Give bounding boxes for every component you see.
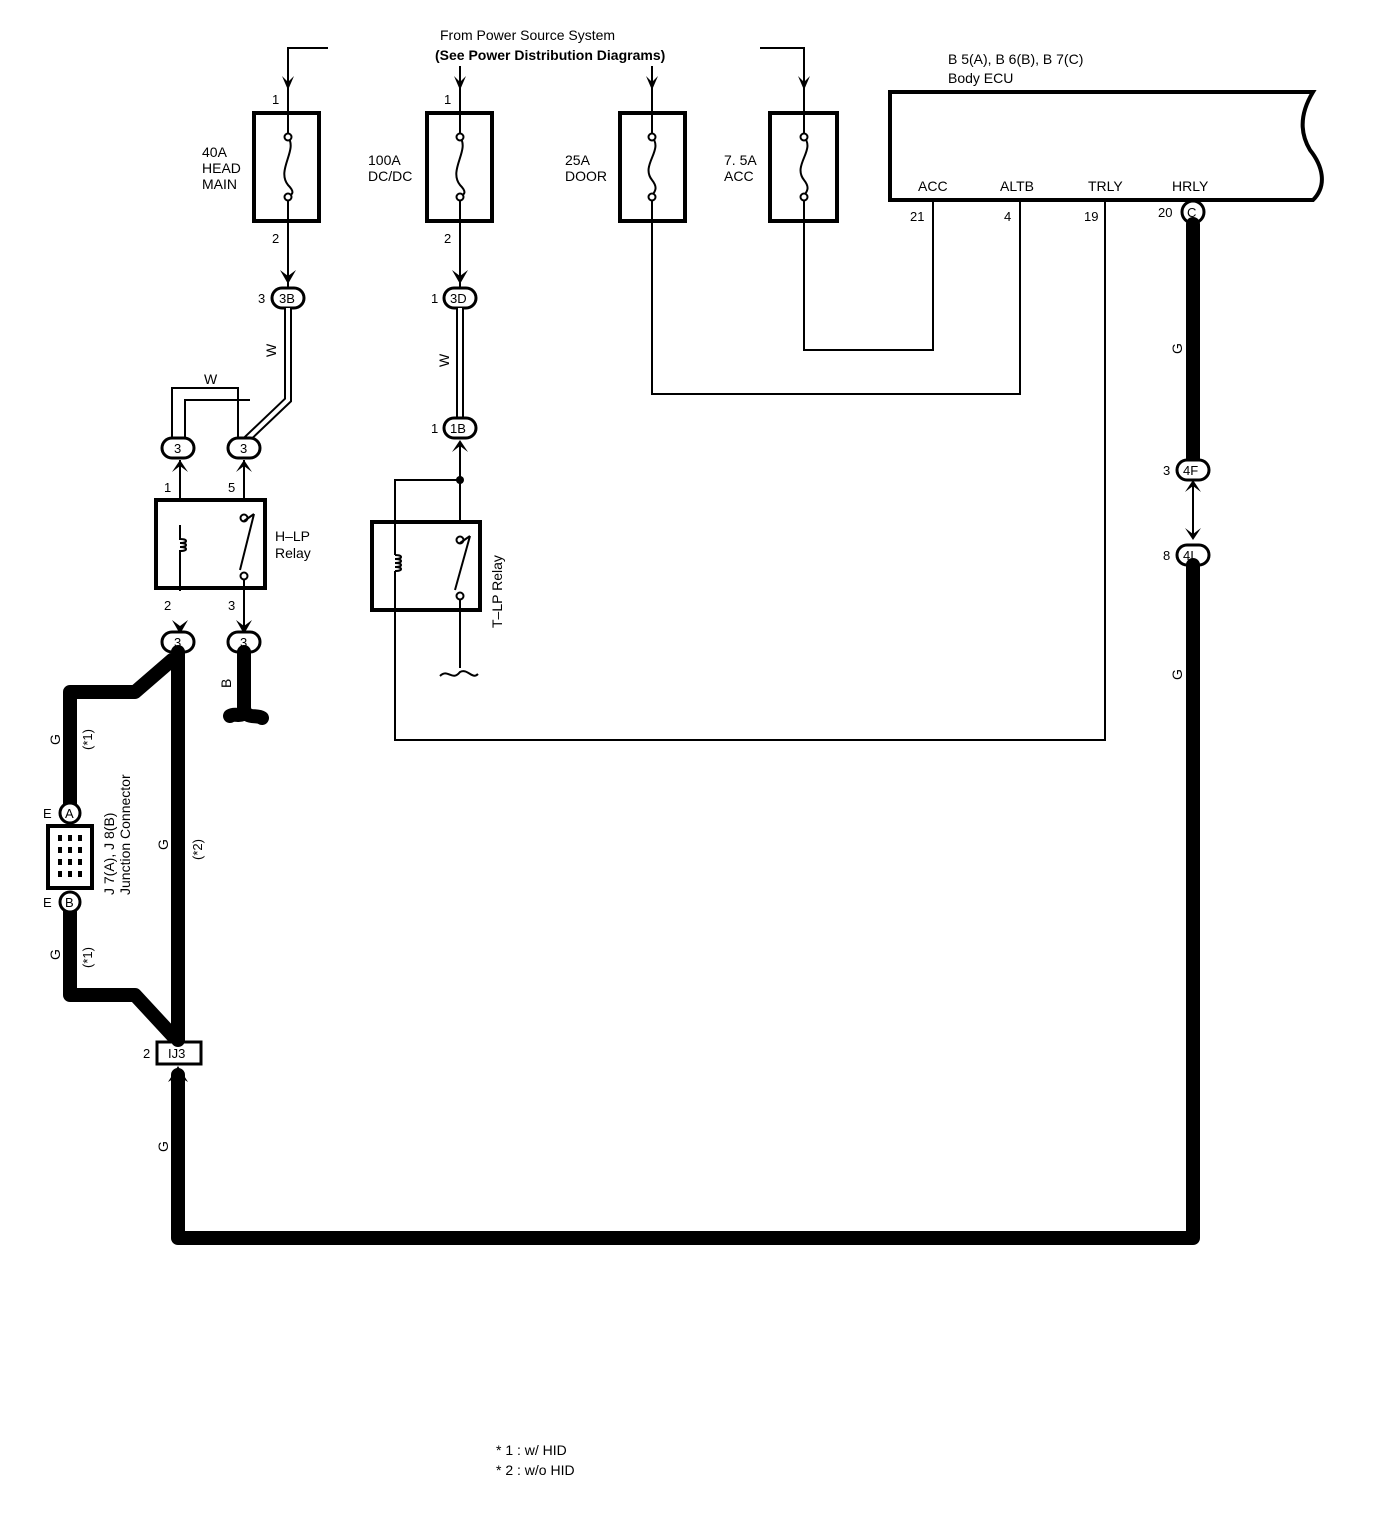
connector-1b: 1B 1 (431, 416, 478, 452)
wire-color-g-1: G (1169, 343, 1185, 354)
fuse-acc-label-2: ACC (724, 168, 754, 184)
connector-3d: 3D 1 (431, 270, 478, 310)
connector-ij3-label: IJ3 (168, 1046, 185, 1061)
junction-conn-b: B (65, 895, 74, 910)
ecu-title-line2: Body ECU (948, 70, 1013, 86)
wire-acc (803, 202, 934, 351)
ecu-pin-hrly: 20 (1158, 205, 1172, 220)
wire-color-g-2: G (1169, 669, 1185, 680)
ecu-title-line1: B 5(A), B 6(B), B 7(C) (948, 51, 1083, 67)
h-lp-bottom-left-conn: 3 (174, 635, 181, 650)
wire-color-b: B (218, 679, 234, 688)
wire-note-2: (*2) (190, 839, 205, 860)
wire-note-1a: (*1) (80, 729, 95, 750)
wire-altb (651, 202, 1021, 395)
h-lp-top-right-conn: 3 (240, 441, 247, 456)
wire-color-g-4: G (155, 839, 171, 850)
header-line1: From Power Source System (440, 27, 615, 43)
fuse-head-main-label-2: HEAD (202, 160, 241, 176)
wire-trly (394, 202, 1106, 741)
wire-color-g-5: G (47, 734, 63, 745)
footnote-1: * 1 : w/ HID (496, 1442, 567, 1458)
connector-3b-label: 3B (279, 291, 295, 306)
junction-label-1: J 7(A), J 8(B) (101, 813, 117, 895)
connector-4f-label: 4F (1183, 463, 1198, 478)
connector-4f: 4F 3 (1163, 458, 1211, 492)
junction-pin-b: E (43, 895, 52, 910)
ecu-pin-altb: 4 (1004, 209, 1011, 224)
wire-color-w-3: W (436, 353, 452, 367)
h-lp-top-left-conn: 3 (174, 441, 181, 456)
connector-4i-pin: 8 (1163, 548, 1170, 563)
h-lp-pin-3: 3 (228, 598, 235, 613)
h-lp-relay: 3 3 1 5 H–LP Relay 2 3 3 3 B (154, 436, 311, 725)
connector-3b: 3B 3 (258, 270, 306, 310)
connector-4f-pin: 3 (1163, 463, 1170, 478)
fuse-acc-label-1: 7. 5A (724, 152, 757, 168)
fuse-dc-dc-pin-bottom: 2 (444, 231, 451, 246)
fuse-head-main: 1 40A HEAD MAIN 2 (202, 47, 328, 290)
fuse-head-main-label-1: 40A (202, 144, 228, 160)
connector-ij3-pin: 2 (143, 1046, 150, 1061)
junction-connector: A E B E J 7(A), J 8(B) Junction Connecto… (43, 774, 133, 914)
ecu-connector-c: C (1187, 205, 1196, 220)
junction-conn-a: A (65, 806, 74, 821)
connector-3d-label: 3D (450, 291, 467, 306)
junction-pin-a: E (43, 806, 52, 821)
junction-label-2: Junction Connector (117, 774, 133, 895)
fuse-door: 25A DOOR (565, 66, 687, 223)
wire-color-w-1: W (263, 343, 279, 357)
wire-color-w-2: W (204, 371, 218, 387)
fuse-head-main-label-3: MAIN (202, 176, 237, 192)
wire-color-g-3: G (155, 1141, 171, 1152)
fuse-door-label-1: 25A (565, 152, 591, 168)
connector-ij3: IJ3 2 (143, 1040, 203, 1082)
fuse-dc-dc-label-1: 100A (368, 152, 401, 168)
connector-1b-label: 1B (450, 421, 466, 436)
h-lp-bottom-right-conn: 3 (240, 635, 247, 650)
h-lp-label-1: H–LP (275, 528, 310, 544)
body-ecu: B 5(A), B 6(B), B 7(C) Body ECU ACC ALTB… (888, 51, 1324, 225)
fuse-acc: 7. 5A ACC (724, 47, 839, 223)
wire-note-1b: (*1) (80, 947, 95, 968)
header-line2: (See Power Distribution Diagrams) (435, 47, 665, 63)
t-lp-relay-label: T–LP Relay (489, 555, 505, 628)
fuse-dc-dc: 1 100A DC/DC 2 (368, 66, 494, 290)
ecu-terminal-hrly: HRLY (1172, 178, 1209, 194)
connector-1b-pin: 1 (431, 421, 438, 436)
h-lp-label-2: Relay (275, 545, 311, 561)
connector-4i: 4I 8 (1163, 528, 1211, 567)
ecu-pin-acc: 21 (910, 209, 924, 224)
fuse-head-main-pin-bottom: 2 (272, 231, 279, 246)
ecu-terminal-altb: ALTB (1000, 178, 1034, 194)
fuse-head-main-pin-top: 1 (272, 92, 279, 107)
ecu-pin-trly: 19 (1084, 209, 1098, 224)
t-lp-relay: T–LP Relay (370, 446, 505, 677)
fuse-dc-dc-pin-top: 1 (444, 92, 451, 107)
h-lp-pin-5: 5 (228, 480, 235, 495)
h-lp-pin-1: 1 (164, 480, 171, 495)
connector-4i-label: 4I (1183, 548, 1194, 563)
connector-3d-pin: 1 (431, 291, 438, 306)
ecu-terminal-acc: ACC (918, 178, 948, 194)
fuse-dc-dc-label-2: DC/DC (368, 168, 412, 184)
ecu-terminal-trly: TRLY (1088, 178, 1123, 194)
footnote-2: * 2 : w/o HID (496, 1462, 575, 1478)
connector-3b-pin: 3 (258, 291, 265, 306)
wire-color-g-6: G (47, 949, 63, 960)
fuse-door-label-2: DOOR (565, 168, 607, 184)
h-lp-pin-2: 2 (164, 598, 171, 613)
